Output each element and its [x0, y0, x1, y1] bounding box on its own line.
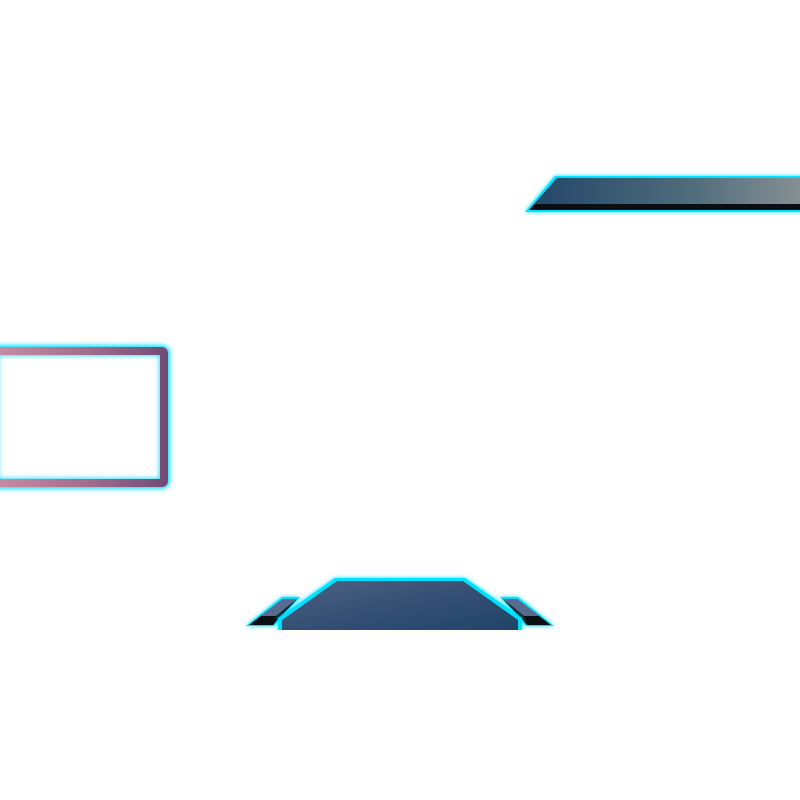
bottom-panel-left-tab: [260, 599, 297, 616]
title-banner: [518, 168, 800, 220]
title-banner-face: [535, 178, 800, 204]
bottom-panel-right-tab: [503, 599, 540, 616]
bottom-panel-shape: [246, 578, 554, 630]
bottom-panel-face: [282, 581, 518, 630]
bottom-panel: [240, 570, 560, 630]
title-banner-shape: [525, 176, 800, 212]
side-frame: [0, 347, 168, 487]
